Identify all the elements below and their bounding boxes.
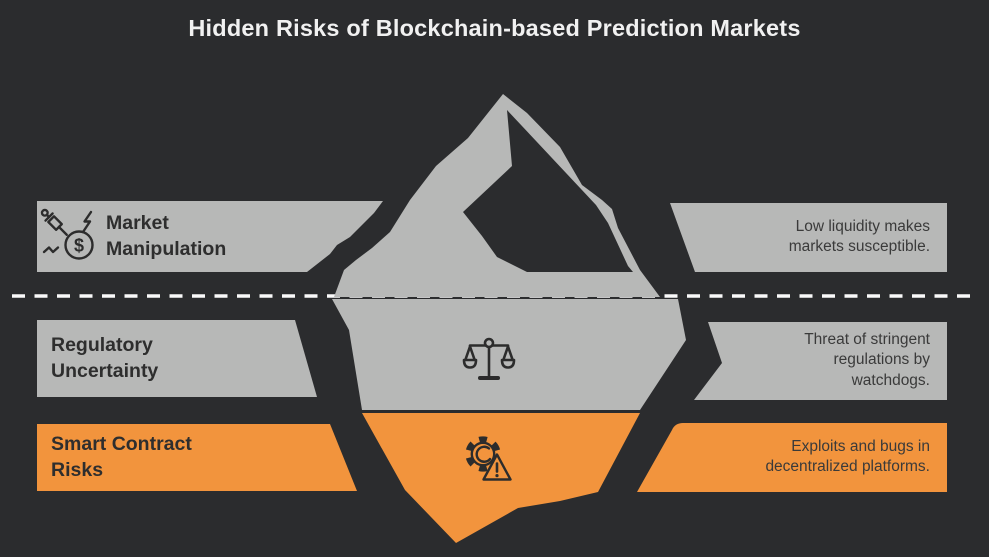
iceberg-shadow-facet xyxy=(463,110,633,272)
desc-bar-market-manipulation xyxy=(670,203,947,272)
desc-bar-regulatory-uncertainty xyxy=(694,322,947,400)
market-manipulation-icon: $ xyxy=(40,208,94,260)
risk-description-regulatory-uncertainty: Threat of stringent regulations by watch… xyxy=(804,331,930,389)
svg-text:$: $ xyxy=(74,236,84,256)
risk-description-smart-contract-risks: Exploits and bugs in decentralized platf… xyxy=(765,437,930,475)
risk-label-regulatory-uncertainty: Regulatory Uncertainty xyxy=(51,334,159,382)
label-bar-smart-contract-risks xyxy=(37,424,357,491)
risk-label-market-manipulation: Market Manipulation xyxy=(106,212,227,260)
page-title: Hidden Risks of Blockchain-based Predict… xyxy=(188,15,801,41)
gear-warning-icon xyxy=(465,436,512,481)
iceberg-midsection xyxy=(332,299,686,410)
balance-scale-icon xyxy=(462,337,516,380)
label-bar-regulatory-uncertainty xyxy=(37,320,317,397)
risk-description-market-manipulation: Low liquidity makes markets susceptible. xyxy=(788,217,930,255)
risk-label-smart-contract-risks: Smart Contract Risks xyxy=(51,433,192,481)
desc-bar-smart-contract-risks xyxy=(637,423,947,492)
label-bar-market-manipulation xyxy=(37,201,383,272)
